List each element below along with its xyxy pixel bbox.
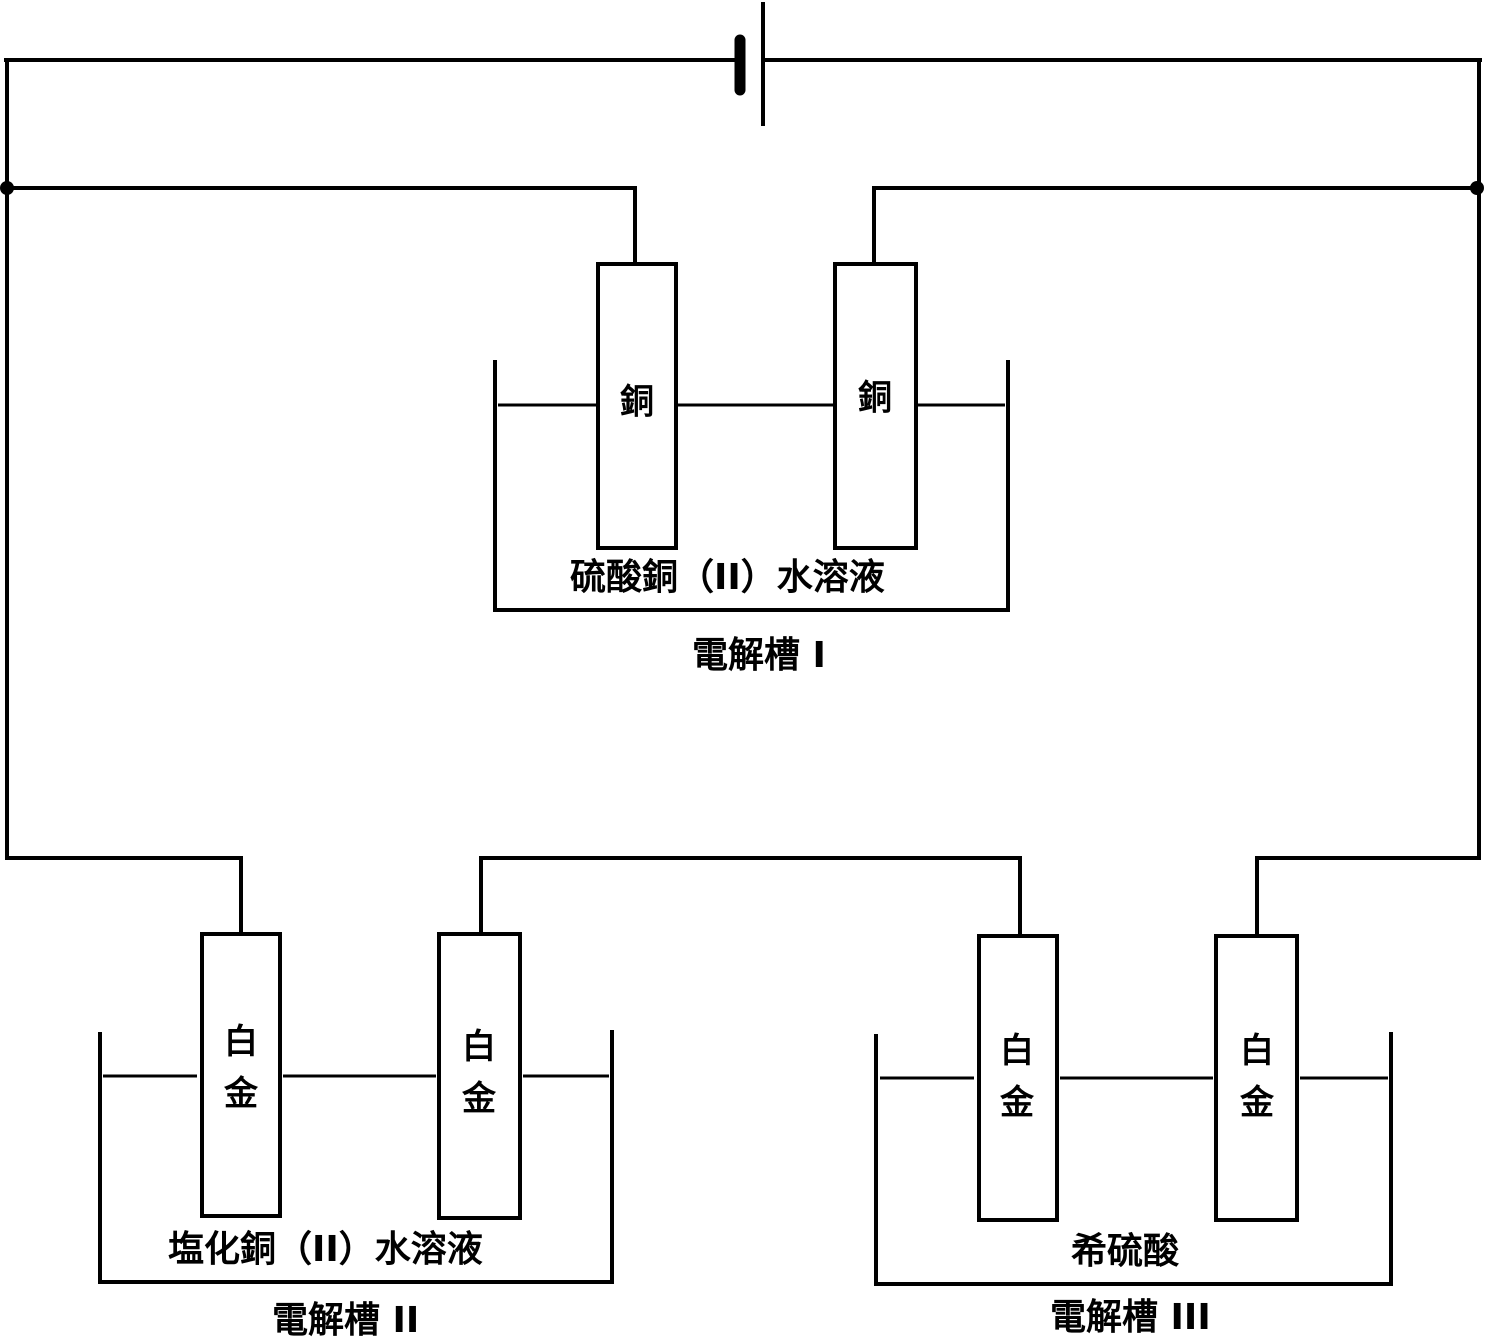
- electrode-3-left-label: 白 金: [977, 1025, 1057, 1129]
- beaker-2: [98, 1030, 614, 1284]
- electrode-2-right-label-line1: 白: [462, 1027, 496, 1067]
- electrode-3-right-label: 白 金: [1217, 1025, 1297, 1129]
- electrode-2-right-label-line2: 金: [462, 1079, 496, 1119]
- electrode-3-right: [1214, 934, 1299, 1222]
- wire-to-cell1-right: [872, 186, 1479, 266]
- electrode-3-left: [977, 934, 1059, 1222]
- electrode-3-left-label-line1: 白: [1000, 1031, 1034, 1071]
- electrode-2-right: [437, 932, 522, 1220]
- cell-1-name: 電解槽 I: [692, 635, 826, 676]
- electrolytic-cell-2: [98, 932, 614, 1284]
- cell-3-name: 電解槽 III: [1050, 1297, 1211, 1338]
- electrode-1-left: [596, 262, 678, 550]
- beaker-1: [493, 360, 1010, 612]
- electrode-2-left-label-line2: 金: [224, 1074, 258, 1114]
- wire-to-cell1-left: [5, 186, 637, 266]
- solution-3-label: 希硫酸: [1071, 1231, 1180, 1272]
- wire-to-cell3-right: [1255, 856, 1481, 938]
- electrode-1-right-label: 銅: [858, 378, 892, 418]
- electrode-3-right-label-line2: 金: [1240, 1083, 1274, 1123]
- electrolytic-cell-3: [874, 934, 1393, 1286]
- electrode-2-left-label-line1: 白: [224, 1022, 258, 1062]
- electrolytic-cell-1: [493, 262, 1010, 612]
- solution-1-label: 硫酸銅（II）水溶液: [570, 557, 885, 598]
- electrode-1-right: [833, 262, 918, 550]
- electrode-3-left-label-line2: 金: [1000, 1083, 1034, 1123]
- solution-2-label: 塩化銅（II）水溶液: [168, 1229, 483, 1270]
- electrode-2-left-label: 白 金: [201, 1016, 281, 1120]
- electrode-2-left: [200, 932, 282, 1218]
- wire-to-cell2-left: [5, 856, 243, 936]
- battery-icon: [4, 2, 1482, 126]
- wire-cell2-to-cell3: [479, 856, 1022, 938]
- beaker-3: [874, 1032, 1393, 1286]
- electrode-2-right-label: 白 金: [439, 1021, 519, 1125]
- electrode-3-right-label-line1: 白: [1240, 1031, 1274, 1071]
- electrode-1-left-label: 銅: [620, 382, 654, 422]
- cell-2-name: 電解槽 II: [272, 1300, 420, 1341]
